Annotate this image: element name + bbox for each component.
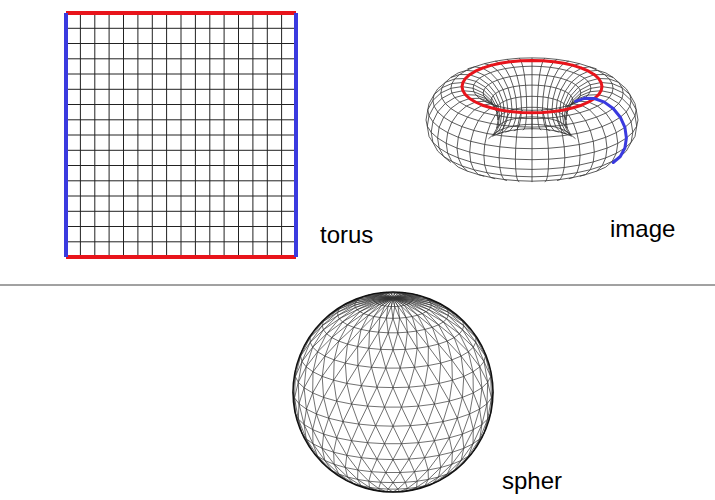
red-circle bbox=[462, 60, 602, 112]
sphere-outline bbox=[293, 292, 493, 492]
mesh-lines bbox=[293, 292, 493, 492]
red-edge bbox=[66, 11, 296, 15]
blue-circle bbox=[576, 98, 627, 162]
grid-lines bbox=[66, 13, 296, 257]
blue-edge bbox=[64, 13, 68, 257]
sphere-mesh bbox=[293, 292, 493, 492]
torus-wireframe bbox=[426, 58, 638, 182]
divider-line bbox=[0, 285, 715, 286]
caption-label: spher bbox=[500, 468, 564, 494]
torus-square-grid bbox=[66, 13, 296, 257]
blue-edge bbox=[294, 13, 298, 257]
red-edge bbox=[66, 255, 296, 259]
torus-lines bbox=[426, 58, 638, 182]
caption-label: torus bbox=[318, 222, 375, 248]
caption-label: image bbox=[608, 216, 677, 242]
